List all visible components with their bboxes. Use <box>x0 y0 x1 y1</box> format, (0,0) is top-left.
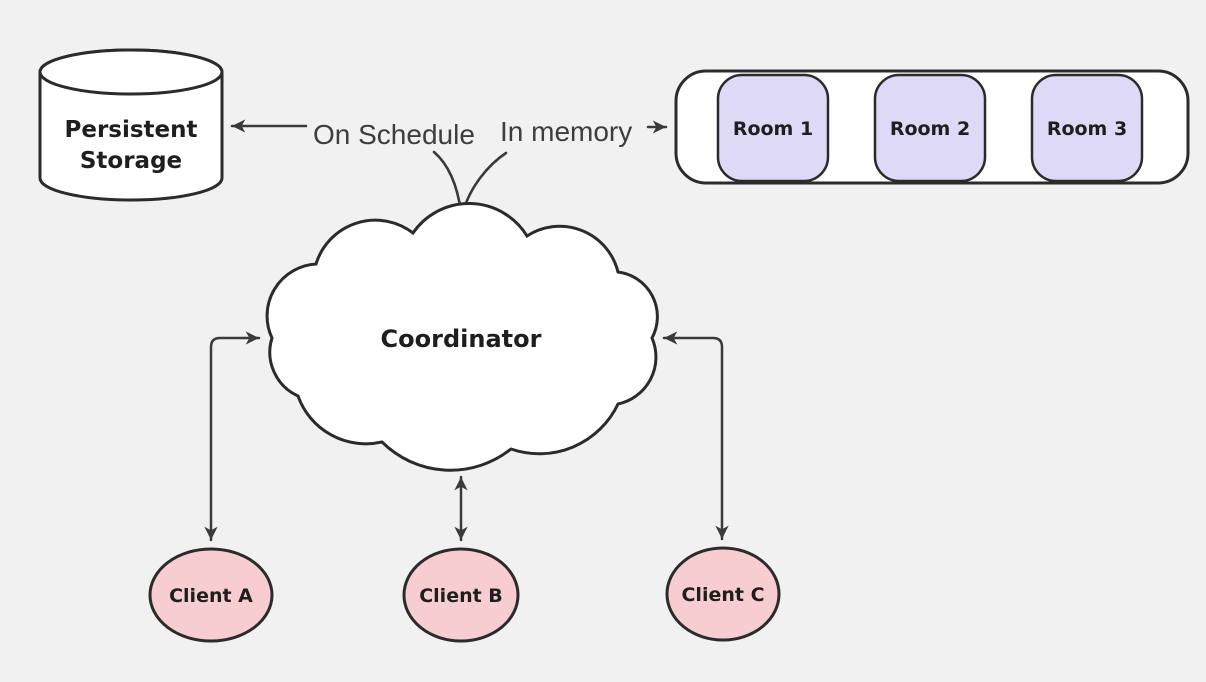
node-room-2[interactable]: Room 2 <box>873 73 987 183</box>
room-2-box <box>873 73 987 183</box>
node-persistent-storage[interactable]: Persistent Storage <box>38 48 224 202</box>
persistent-storage-label-line1: Persistent <box>64 117 197 143</box>
edge-coordinator-client-c <box>662 331 729 541</box>
client-c-label: Client C <box>681 584 764 606</box>
coordinator-label: Coordinator <box>381 325 542 353</box>
client-c-ellipse <box>665 546 781 642</box>
room-3-box <box>1030 73 1144 183</box>
node-client-b[interactable]: Client B <box>402 547 520 643</box>
room-2-label: Room 2 <box>890 118 970 140</box>
client-a-label: Client A <box>169 585 253 607</box>
client-a-ellipse <box>148 547 274 643</box>
node-room-list[interactable]: Room 1 Room 2 Room 3 <box>674 69 1190 185</box>
node-room-3[interactable]: Room 3 <box>1030 73 1144 183</box>
persistent-storage-label-line2: Storage <box>80 148 182 174</box>
cylinder-top-rim <box>38 48 224 96</box>
node-room-1[interactable]: Room 1 <box>716 73 830 183</box>
edge-coordinator-client-a <box>204 331 261 542</box>
node-client-a[interactable]: Client A <box>148 547 274 643</box>
client-b-ellipse <box>402 547 520 643</box>
node-coordinator[interactable]: Coordinator <box>265 202 659 472</box>
node-client-c[interactable]: Client C <box>665 546 781 642</box>
on-schedule-label: On Schedule <box>313 119 475 150</box>
client-c-arrow <box>662 331 729 541</box>
room-1-label: Room 1 <box>733 118 813 140</box>
cloud-shape <box>265 202 659 472</box>
client-a-arrow <box>204 331 261 542</box>
room-1-box <box>716 73 830 183</box>
in-memory-label: In memory <box>500 116 632 147</box>
room-3-label: Room 3 <box>1047 118 1127 140</box>
client-b-label: Client B <box>419 585 503 607</box>
edge-on-schedule: On Schedule <box>230 119 475 214</box>
